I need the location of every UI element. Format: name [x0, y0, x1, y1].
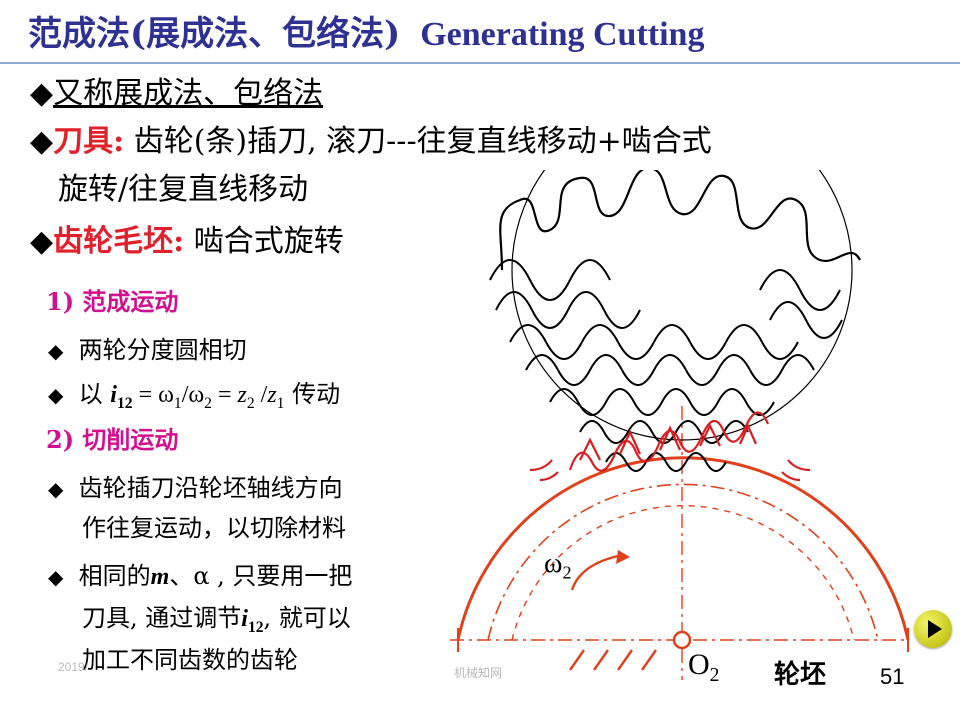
blank-dedendum-circle [511, 505, 855, 641]
ground-hatch [569, 649, 657, 671]
ratio-equals: = [211, 382, 238, 408]
same-tool-mid: 、α , 只要用一把 [169, 562, 353, 590]
blank-center-mark [672, 630, 692, 650]
sub-bullet-same-tool-cont: 刀具, 通过调节i12, 就可以 [82, 602, 351, 644]
ratio-z2-sub: 2 [246, 394, 255, 412]
ratio-slash: / [254, 382, 268, 408]
bullet-marker: ◆ [30, 124, 54, 159]
omega-sub: 2 [562, 562, 572, 583]
cutter-teeth-outline [499, 170, 861, 271]
ratio-i-adjust-sub: 12 [247, 618, 264, 636]
ratio-i-adjust: i [241, 606, 248, 632]
cutter-pitch-circle [511, 170, 853, 441]
omega-symbol: ω [544, 548, 563, 579]
footer-source: 机械知网 [454, 666, 503, 680]
footer-date: 2019/ [58, 660, 89, 674]
bullet-text: 啮合式旋转 [184, 224, 344, 259]
same-tool-pre: 相同的 [78, 562, 151, 590]
slide-title: 范成法(展成法、包络法) Generating Cutting [28, 12, 704, 56]
ratio-i-sub: 12 [116, 394, 133, 412]
bullet-aka: ◆又称展成法、包络法 [30, 74, 323, 114]
ratio-z2: z [237, 382, 247, 408]
bullet-cutter: ◆刀具: 齿轮(条)插刀, 滚刀---往复直线移动+啮合式 [30, 122, 712, 162]
ratio-z1-sub: 1 [276, 394, 285, 412]
rotation-arc [570, 554, 619, 591]
title-english: Generating Cutting [420, 16, 705, 53]
rotation-arrowhead [616, 550, 630, 564]
sub-bullet-same-tool: ◆ 相同的m、α , 只要用一把 [48, 560, 352, 593]
same-tool-line3: 加工不同齿数的齿轮 [82, 646, 298, 674]
generating-figure [450, 170, 910, 680]
bullet-label-blank: 齿轮毛坯: [53, 224, 185, 259]
ratio-i: i [110, 382, 117, 408]
play-next-icon [928, 620, 942, 638]
bullet-marker: ◆ [30, 76, 54, 111]
ratio-omega2: /ω [181, 382, 205, 408]
same-tool-line2-post: , 就可以 [263, 604, 351, 632]
section-heading-generating: 1) 范成运动 [46, 287, 179, 316]
page-number: 51 [880, 664, 905, 689]
center-letter: O [688, 648, 710, 681]
bullet-label-cutter: 刀具: [53, 124, 125, 159]
bullet-text: 旋转/往复直线移动 [58, 172, 309, 207]
center-o2-label: O2 [688, 648, 719, 687]
section-heading-cutting: 2) 切削运动 [46, 425, 179, 454]
sub-bullet-ratio: ◆ 以 i12 = ω1/ω2 = z2 /z1 传动 [48, 378, 340, 420]
blank-caption: 轮坯 [774, 660, 827, 690]
bullet-marker: ◆ [48, 565, 64, 589]
bullet-text: 齿轮插刀沿轮坯轴线方向 [78, 474, 343, 502]
bullet-text: 又称展成法、包络法 [53, 76, 324, 111]
bullet-blank: ◆齿轮毛坯: 啮合式旋转 [30, 222, 344, 262]
center-sub: 2 [709, 665, 720, 686]
ratio-omega2-sub: 2 [204, 394, 212, 412]
blank-pitch-circle [487, 483, 879, 641]
title-chinese: 范成法(展成法、包络法) [28, 14, 401, 54]
generated-teeth [529, 411, 811, 482]
bullet-text: 两轮分度圆相切 [78, 336, 247, 364]
ratio-suffix: 传动 [284, 380, 341, 408]
ratio-omega1: = ω [132, 382, 174, 408]
sub-bullet-reciprocate: ◆ 齿轮插刀沿轮坯轴线方向 [48, 472, 343, 505]
next-slide-button[interactable] [914, 610, 952, 648]
bullet-marker: ◆ [48, 383, 64, 407]
bullet-marker: ◆ [48, 339, 64, 363]
ratio-omega1-sub: 1 [173, 394, 182, 412]
bullet-text: 齿轮(条)插刀, 滚刀---往复直线移动+啮合式 [124, 124, 712, 159]
bullet-cutter-cont: 旋转/往复直线移动 [58, 170, 308, 210]
bullet-marker: ◆ [30, 224, 54, 259]
omega2-label: ω2 [544, 548, 572, 584]
sub-bullet-tangent: ◆ 两轮分度圆相切 [48, 334, 247, 367]
blank-addendum-circle [456, 456, 910, 641]
sub-bullet-reciprocate-cont: 作往复运动，以切除材料 [82, 512, 346, 544]
bullet-text: 作往复运动，以切除材料 [82, 514, 346, 542]
same-tool-line2-pre: 刀具, 通过调节 [82, 604, 242, 632]
sub-bullet-same-tool-cont2: 加工不同齿数的齿轮 [82, 644, 298, 676]
module-m: m [150, 564, 170, 590]
bullet-marker: ◆ [48, 477, 64, 501]
title-divider [0, 62, 960, 64]
ratio-prefix: 以 [78, 380, 111, 408]
ratio-z1: z [267, 382, 277, 408]
